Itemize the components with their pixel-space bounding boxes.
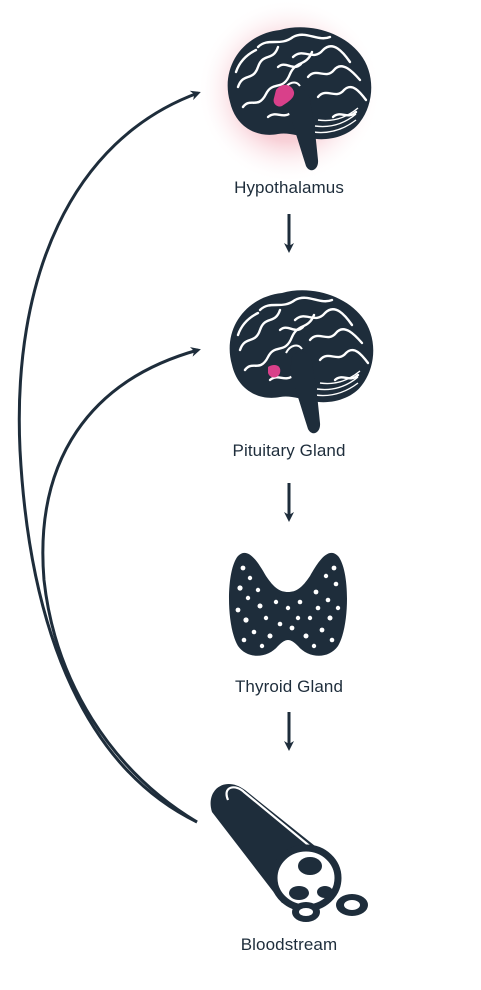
feedback-arrow-to-pituitary xyxy=(41,347,201,824)
node-label-bloodstream: Bloodstream xyxy=(240,935,338,954)
blood-vessel-icon xyxy=(210,783,368,922)
node-label-thyroid: Thyroid Gland xyxy=(234,677,344,696)
brain-highlighted-icon xyxy=(226,26,373,172)
node-label-pituitary: Pituitary Gland xyxy=(232,441,346,460)
node-label-hypothalamus: Hypothalamus xyxy=(234,178,344,197)
feedback-arrow-to-hypothalamus xyxy=(17,90,201,824)
brain-icon xyxy=(228,289,375,435)
thyroid-icon xyxy=(229,552,347,656)
